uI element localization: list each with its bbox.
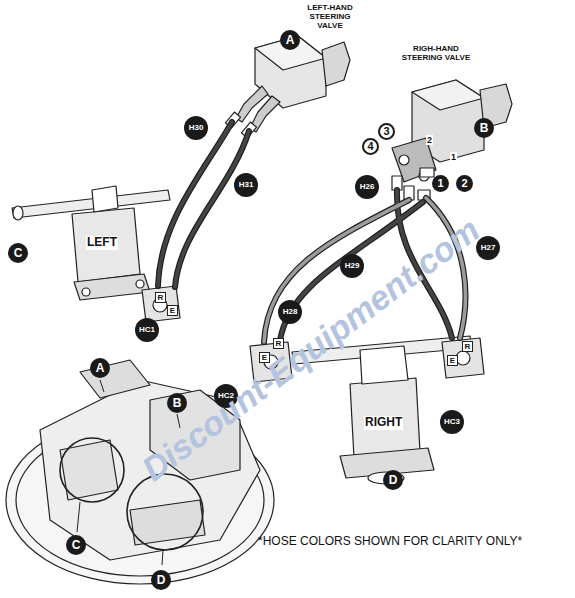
- callout-text: A: [96, 362, 105, 374]
- port-number: 1: [432, 175, 449, 192]
- callout-text: H29: [345, 262, 360, 270]
- callout-text: B: [480, 122, 489, 134]
- hose-callout: H26: [355, 175, 379, 199]
- port-mark: 1: [450, 152, 457, 162]
- callout-text: H28: [283, 308, 298, 316]
- callout-text: 4: [367, 141, 373, 152]
- fitting-letter: R: [155, 292, 166, 303]
- callout-text: R: [465, 343, 471, 351]
- letter-callout: D: [383, 470, 403, 490]
- callout-text: HC3: [444, 418, 460, 426]
- fitting-letter: E: [447, 355, 458, 366]
- callout-text: E: [450, 357, 455, 365]
- callout-text: 1: [437, 178, 443, 189]
- letter-callout: B: [167, 393, 187, 413]
- tank-label: RIGHT: [364, 416, 403, 430]
- callout-text: D: [157, 574, 166, 586]
- part-name: RIGH-HAND STEERING VALVE: [400, 44, 472, 62]
- letter-callout: A: [90, 358, 110, 378]
- callout-text: C: [14, 247, 23, 259]
- callout-text: A: [286, 34, 295, 46]
- callout-text: D: [389, 474, 398, 486]
- callout-text: R: [158, 294, 164, 302]
- note: *HOSE COLORS SHOWN FOR CLARITY ONLY*: [258, 535, 522, 549]
- port-number: 2: [456, 175, 473, 192]
- hose-callout: H29: [340, 254, 364, 278]
- callout-text: C: [72, 539, 81, 551]
- fitting-letter: R: [462, 341, 473, 352]
- port-mark: 2: [426, 135, 433, 145]
- letter-callout: D: [151, 570, 171, 590]
- callout-text: H30: [189, 124, 204, 132]
- hose-callout: H31: [234, 173, 258, 197]
- callout-text: H27: [481, 244, 496, 252]
- letter-callout: A: [280, 30, 300, 50]
- port-number: 4: [362, 138, 379, 155]
- callout-text: H26: [360, 183, 375, 191]
- callout-text: B: [173, 397, 182, 409]
- callout-text: H31: [239, 181, 254, 189]
- callout-text: 2: [461, 178, 467, 189]
- hose-callout: HC3: [440, 410, 464, 434]
- hose-callout: H30: [184, 116, 208, 140]
- port-number: 3: [378, 123, 395, 140]
- hose-callout: HC1: [135, 318, 159, 342]
- callout-text: HC1: [139, 326, 155, 334]
- part-name: LEFT-HAND STEERING VALVE: [296, 3, 364, 31]
- tank-label: LEFT: [86, 236, 118, 250]
- letter-callout: B: [474, 118, 494, 138]
- letter-callout: C: [66, 535, 86, 555]
- letter-callout: C: [8, 243, 28, 263]
- callout-text: 3: [383, 126, 389, 137]
- callout-text: E: [170, 307, 175, 315]
- fitting-letter: E: [167, 305, 178, 316]
- hose-callout: H28: [278, 300, 302, 324]
